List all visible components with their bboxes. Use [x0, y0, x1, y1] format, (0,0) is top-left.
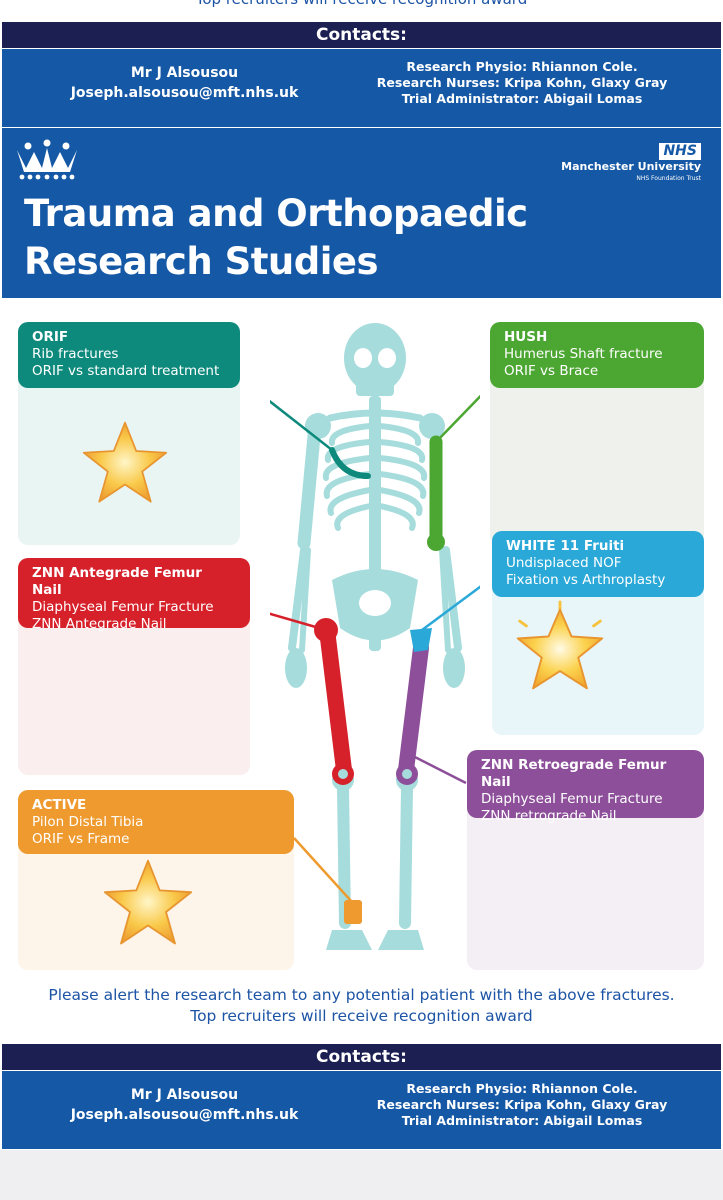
- contacts-heading-bottom: Contacts:: [2, 1044, 721, 1070]
- trial-administrator: Trial Administrator: Abigail Lomas: [401, 1113, 643, 1128]
- trust-name: Manchester University NHS Foundation Tru…: [561, 160, 701, 183]
- antegrade-card-body: [18, 600, 250, 775]
- contacts-panel-top: Mr J Alsousou Joseph.alsousou@mft.nhs.uk…: [2, 49, 721, 127]
- contacts-panel-bottom: Mr J Alsousou Joseph.alsousou@mft.nhs.uk…: [2, 1071, 721, 1149]
- contact-email[interactable]: Joseph.alsousou@mft.nhs.uk: [70, 85, 299, 101]
- research-nurses: Research Nurses: Kripa Kohn, Glaxy Gray: [376, 1097, 668, 1112]
- contacts-heading: Contacts:: [2, 22, 721, 48]
- study-card-retrograde: ZNN Retroegrade Femur Nail Diaphyseal Fe…: [467, 750, 704, 824]
- trial-administrator: Trial Administrator: Abigail Lomas: [401, 91, 643, 106]
- crown-logo: [17, 139, 77, 180]
- contact-email[interactable]: Joseph.alsousou@mft.nhs.uk: [70, 1107, 299, 1123]
- star-icon: [82, 421, 168, 503]
- study-card-antegrade: ZNN Antegrade Femur Nail Diaphyseal Femu…: [18, 558, 250, 632]
- retrograde-card-body: [467, 795, 704, 970]
- skeleton-illustration: [270, 323, 480, 950]
- study-card-active: ACTIVE Pilon Distal Tibia ORIF vs Frame: [18, 790, 294, 854]
- study-card-hush: HUSH Humerus Shaft fracture ORIF vs Brac…: [490, 322, 704, 388]
- top-note-cropped: Top recruiters will receive recognition …: [0, 0, 723, 10]
- poster: Top recruiters will receive recognition …: [0, 0, 723, 1150]
- study-card-orif: ORIF Rib fractures ORIF vs standard trea…: [18, 322, 240, 388]
- poster-header: NHS Manchester University NHS Foundation…: [2, 128, 721, 298]
- page-title: Trauma and Orthopaedic Research Studies: [24, 192, 528, 283]
- research-nurses: Research Nurses: Kripa Kohn, Glaxy Gray: [376, 75, 668, 90]
- contact-name: Mr J Alsousou: [130, 65, 239, 81]
- hush-card-body: [490, 360, 704, 545]
- study-card-white: WHITE 11 Fruiti Undisplaced NOF Fixation…: [492, 531, 704, 597]
- star-icon: [516, 600, 604, 690]
- star-icon: [103, 859, 193, 945]
- research-physio: Research Physio: Rhiannon Cole.: [406, 1081, 638, 1096]
- alert-message: Please alert the research team to any po…: [48, 986, 675, 1025]
- research-physio: Research Physio: Rhiannon Cole.: [406, 59, 638, 74]
- contact-name: Mr J Alsousou: [130, 1087, 239, 1103]
- white-card-body: [492, 575, 704, 735]
- nhs-logo: NHS: [659, 143, 701, 160]
